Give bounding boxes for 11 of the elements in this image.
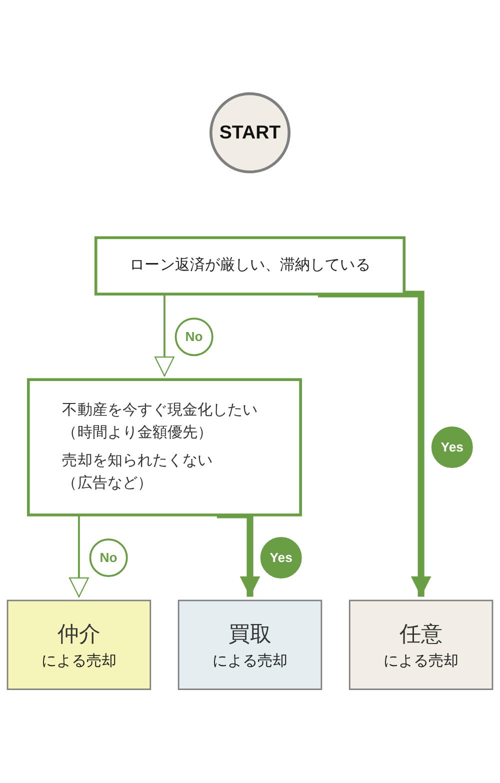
node-circle: START — [210, 92, 290, 174]
edge-label: No — [185, 328, 203, 344]
node-box: 任意 による売却 — [348, 600, 494, 690]
node-box: 仲介 による売却 — [6, 600, 152, 690]
node-box: ローン返済が厳しい、滞納している — [94, 236, 406, 296]
edge-label: Yes — [270, 550, 292, 565]
node-box: 買取 による売却 — [178, 600, 322, 690]
edge-label: Yes — [440, 439, 464, 454]
arrow — [318, 290, 432, 597]
node-box: 不動産を今すぐ現金化したい（時間より金額優先） 売却を知られたくない（広告など） — [26, 378, 302, 516]
edge-label: No — [100, 550, 118, 565]
